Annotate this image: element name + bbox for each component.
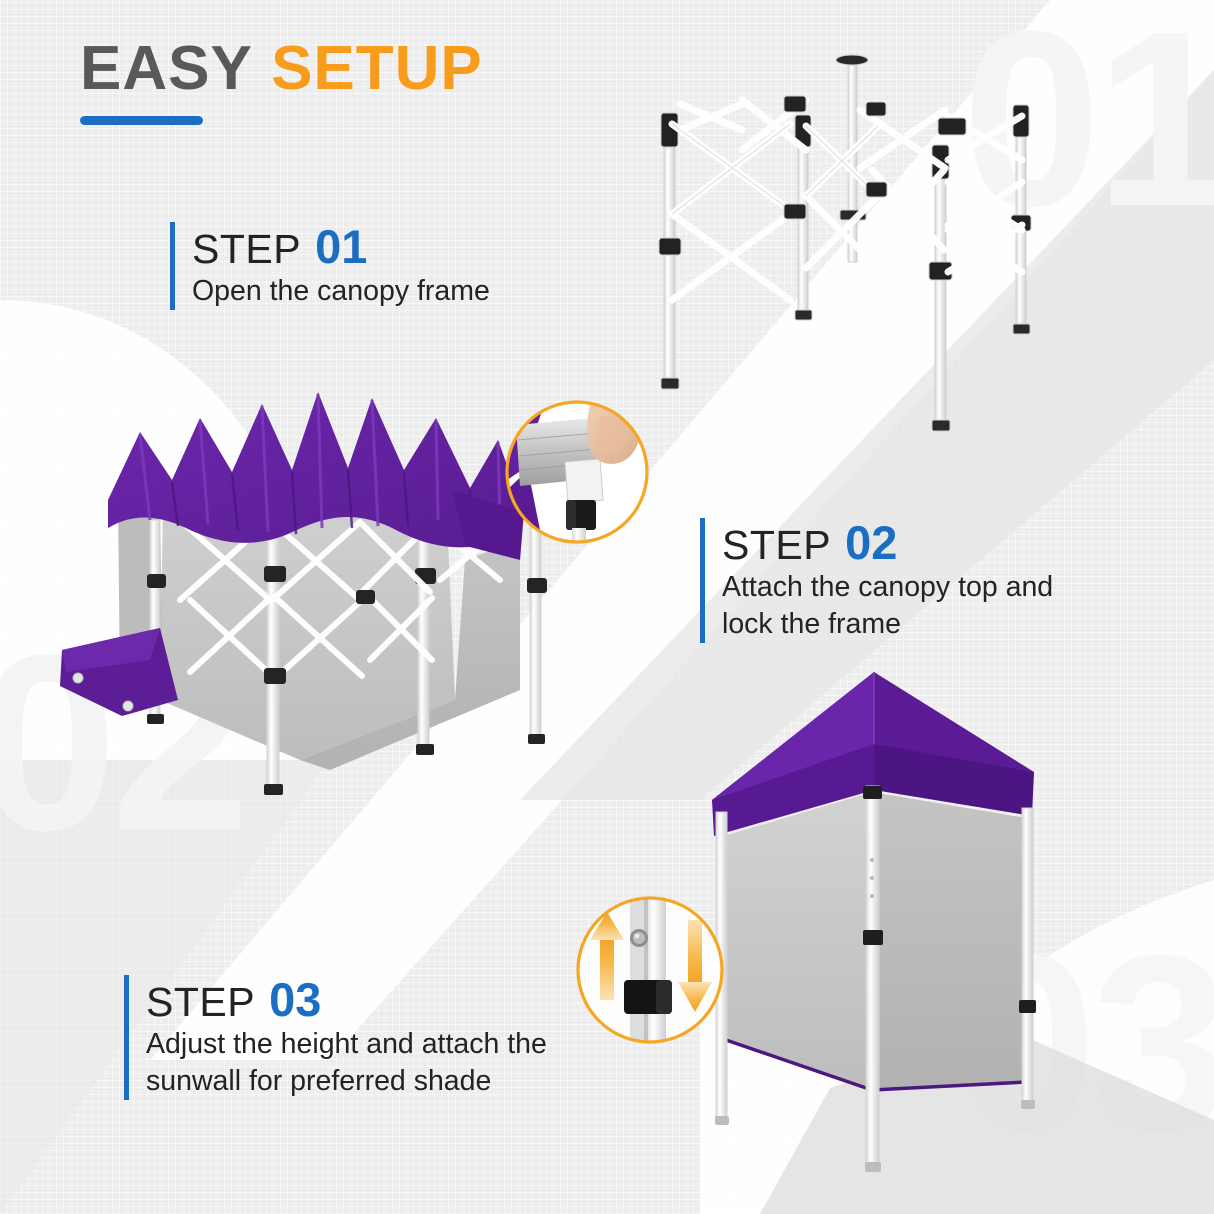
step-2-desc-line-1: Attach the canopy top and xyxy=(722,571,1054,604)
watermark-number-02: 02 xyxy=(0,603,250,882)
step-3-description: Adjust the height and attach the sunwall… xyxy=(146,1026,547,1100)
step-1-description: Open the canopy frame xyxy=(192,273,490,310)
step-2-description: Attach the canopy top and lock the frame xyxy=(722,569,1053,643)
step-3-heading: STEP 03 xyxy=(146,975,547,1024)
title-word-easy: EASY xyxy=(80,34,253,103)
step-3-number: 03 xyxy=(269,973,322,1026)
step-2-label: STEP xyxy=(722,522,832,568)
watermark-number-03: 03 xyxy=(957,903,1214,1182)
step-1-desc-line-1: Open the canopy frame xyxy=(192,275,490,308)
step-block-1: STEP 01 Open the canopy frame xyxy=(170,222,490,311)
step-1-number: 01 xyxy=(315,220,368,273)
step-3-desc-line-1: Adjust the height and attach the xyxy=(146,1028,547,1061)
step-2-heading: STEP 02 xyxy=(722,518,1053,567)
step2-inset-circle xyxy=(505,400,649,544)
title-underline-bar xyxy=(80,116,203,125)
step-block-3: STEP 03 Adjust the height and attach the … xyxy=(124,975,547,1101)
page-title: EASY SETUP xyxy=(80,38,483,100)
step-2-number: 02 xyxy=(845,516,898,569)
title-word-setup: SETUP xyxy=(271,34,483,103)
step-2-desc-line-2: lock the frame xyxy=(722,608,901,641)
step-1-heading: STEP 01 xyxy=(192,222,490,271)
step-3-desc-line-2: sunwall for preferred shade xyxy=(146,1065,492,1098)
step-3-label: STEP xyxy=(146,979,256,1025)
watermark-number-01: 01 xyxy=(961,0,1214,258)
header: EASY SETUP xyxy=(80,38,483,125)
step3-inset-circle xyxy=(576,896,724,1044)
step-1-label: STEP xyxy=(192,226,302,272)
step-block-2: STEP 02 Attach the canopy top and lock th… xyxy=(700,518,1053,644)
